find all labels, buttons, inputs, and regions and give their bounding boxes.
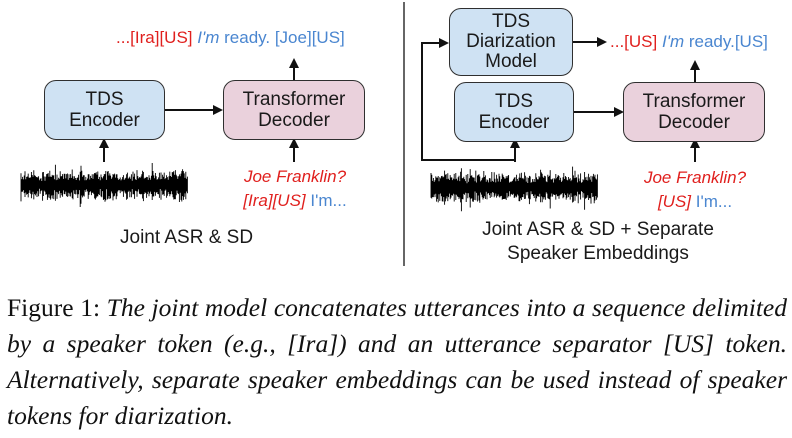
utterance-italic: I'm — [197, 28, 220, 47]
box-label: Model — [485, 51, 537, 72]
box-label: Encoder — [69, 110, 140, 131]
audio-waveform-icon — [20, 163, 188, 207]
title-line: Speaker Embeddings — [507, 243, 689, 264]
left-tds-encoder: TDS Encoder — [44, 80, 165, 140]
box-label: Transformer — [242, 89, 346, 110]
box-label: Diarization — [466, 31, 556, 52]
waveform-trace — [430, 166, 598, 212]
box-label: Transformer — [642, 91, 746, 112]
speaker-token-text: [US] — [657, 192, 692, 211]
diagram-connectors — [99, 2, 700, 266]
waveform-trace — [20, 163, 188, 207]
prompt-text: Joe Franklin? — [643, 168, 747, 187]
title-line: Joint ASR & SD + Separate — [482, 219, 714, 240]
prompt-text: Joe Franklin? — [243, 167, 347, 186]
box-label: Encoder — [478, 112, 550, 133]
audio-waveform-icon — [430, 166, 598, 212]
box-label: TDS — [85, 89, 124, 110]
box-label: TDS — [492, 11, 530, 32]
right-panel-title: Joint ASR & SD + Separate Speaker Embedd… — [470, 218, 726, 266]
box-label: TDS — [495, 91, 533, 112]
utterance-italic: I'm — [661, 32, 685, 51]
speaker-token-text: ...[Ira][US] — [116, 28, 193, 47]
left-panel-title: Joint ASR & SD — [120, 227, 254, 248]
left-output-sequence: ...[Ira][US] I'm ready. [Joe][US] — [116, 28, 345, 48]
utterance-text: ready. [Joe][US] — [219, 28, 345, 47]
speaker-token-text: [Ira][US] — [243, 191, 306, 210]
right-output-sequence: ...[US] I'm ready.[US] — [610, 32, 768, 52]
utterance-text: ready.[US] — [684, 32, 768, 51]
arrow-audio-to-diarization — [421, 38, 516, 162]
right-decoder-input: Joe Franklin? [US] I'm... — [640, 166, 750, 214]
caption-prefix: Figure 1: — [7, 293, 101, 322]
left-transformer-decoder: Transformer Decoder — [223, 80, 365, 140]
box-label: Decoder — [658, 112, 730, 133]
left-decoder-input: Joe Franklin? [Ira][US] I'm... — [240, 165, 350, 213]
box-label: Decoder — [258, 110, 330, 131]
right-transformer-decoder: Transformer Decoder — [623, 82, 765, 142]
speaker-token-text: ...[US] — [610, 32, 658, 51]
utterance-text: I'm... — [305, 191, 347, 210]
figure-caption: Figure 1: The joint model concatenates u… — [7, 290, 787, 434]
right-tds-encoder: TDS Encoder — [454, 82, 574, 142]
caption-text: The joint model concatenates utterances … — [7, 293, 787, 430]
right-tds-diarization-model: TDS Diarization Model — [449, 8, 573, 76]
utterance-text: I'm... — [691, 192, 733, 211]
